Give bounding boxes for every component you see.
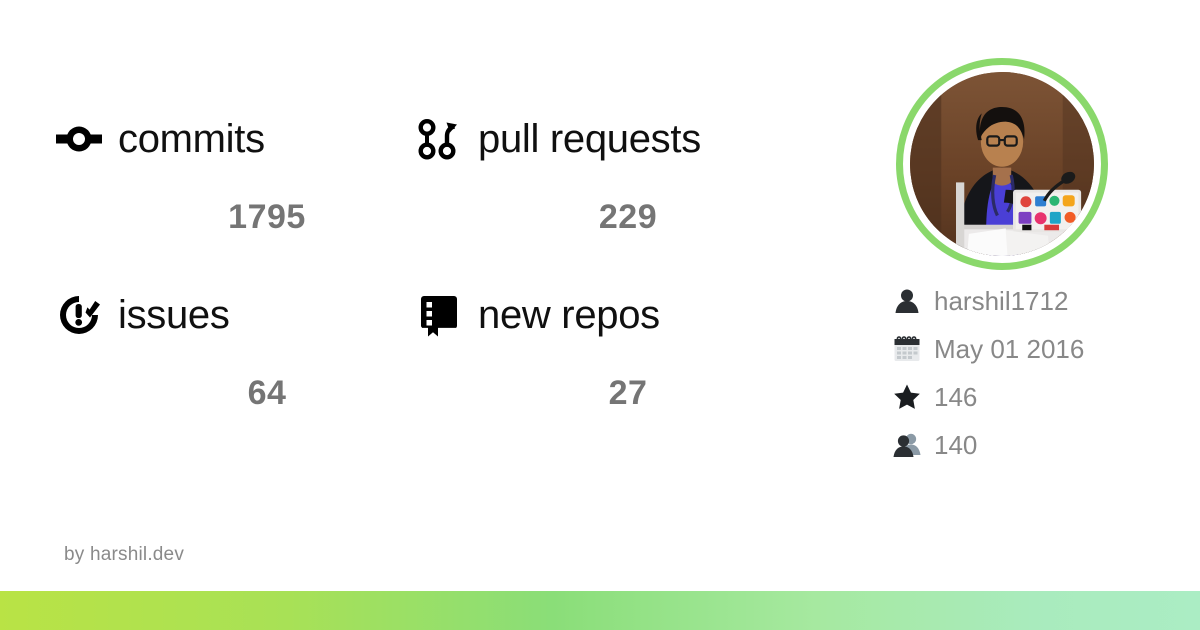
stat-pull-requests: pull requests 229 — [416, 108, 776, 284]
profile-meta-list: harshil1712 — [892, 284, 1192, 462]
stat-issues: issues 64 — [56, 284, 416, 460]
stat-commits: commits 1795 — [56, 108, 416, 284]
meta-row-joined-date: May 01 2016 — [892, 332, 1192, 366]
avatar — [896, 58, 1108, 270]
stat-new-repos-label: new repos — [478, 293, 660, 337]
stat-pull-requests-value: 229 — [598, 198, 658, 236]
stat-commits-head: commits — [56, 108, 265, 170]
meta-followers: 140 — [934, 430, 978, 460]
meta-row-followers: 140 — [892, 428, 1192, 462]
repo-icon — [416, 292, 462, 338]
meta-row-username: harshil1712 — [892, 284, 1192, 318]
git-commit-icon — [56, 116, 102, 162]
stat-issues-label: issues — [118, 293, 230, 337]
avatar-photo — [910, 72, 1094, 256]
person-icon — [892, 286, 922, 316]
stat-new-repos: new repos 27 — [416, 284, 776, 460]
stat-issues-head: issues — [56, 284, 230, 346]
issue-closed-icon — [56, 292, 102, 338]
calendar-icon — [892, 334, 922, 364]
meta-row-stars: 146 — [892, 380, 1192, 414]
stats-grid: commits 1795 — [56, 108, 856, 460]
star-icon — [892, 382, 922, 412]
stat-issues-value: 64 — [247, 374, 287, 412]
meta-stars: 146 — [934, 382, 978, 412]
stat-new-repos-head: new repos — [416, 284, 660, 346]
profile-panel: harshil1712 — [880, 0, 1200, 560]
meta-joined-date: May 01 2016 — [934, 334, 1085, 364]
stat-pull-requests-label: pull requests — [478, 117, 701, 161]
footer-credit: by harshil.dev — [64, 544, 185, 565]
git-pull-request-icon — [416, 116, 462, 162]
stat-pull-requests-head: pull requests — [416, 108, 701, 170]
stat-new-repos-value: 27 — [608, 374, 648, 412]
bottom-gradient-bar — [0, 591, 1200, 630]
people-icon — [892, 430, 922, 460]
stat-commits-value: 1795 — [228, 198, 306, 236]
meta-username: harshil1712 — [934, 286, 1069, 316]
stat-commits-label: commits — [118, 117, 265, 161]
